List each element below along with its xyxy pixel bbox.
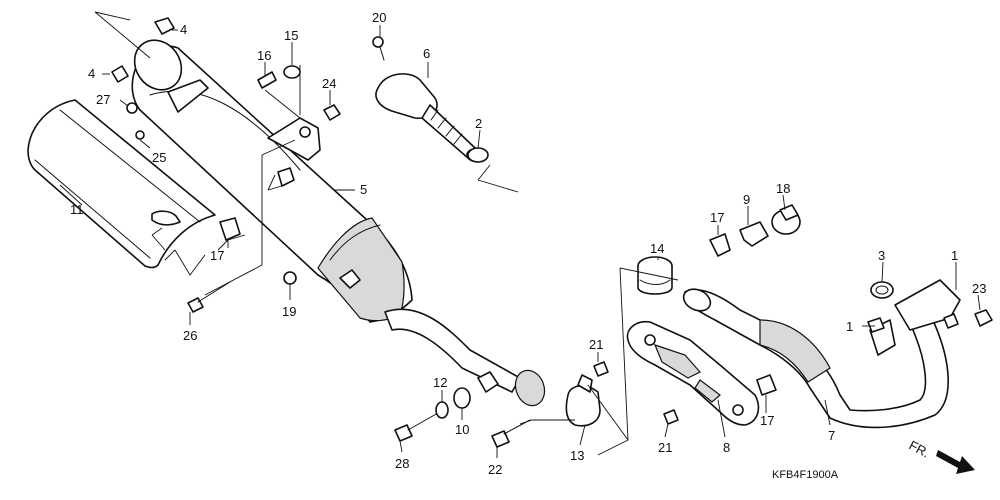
callout-7: 7	[828, 428, 835, 443]
exhaust-pipe-guard	[626, 320, 760, 426]
callout-10: 10	[455, 422, 469, 437]
callout-19: 19	[282, 304, 296, 319]
callout-8: 8	[723, 440, 730, 455]
callout-22: 22	[488, 462, 502, 477]
clip-17-b	[756, 374, 777, 396]
callout-3: 3	[878, 248, 885, 263]
stay-bracket	[739, 221, 769, 247]
callout-17-a: 17	[710, 210, 724, 225]
callout-16: 16	[257, 48, 271, 63]
callout-15: 15	[284, 28, 298, 43]
callout-9: 9	[743, 192, 750, 207]
joint-collar	[637, 256, 673, 295]
callout-5: 5	[360, 182, 367, 197]
callout-23: 23	[972, 281, 986, 296]
callout-17-c: 17	[210, 248, 224, 263]
callout-21-upper: 21	[589, 337, 603, 352]
clip-17-a	[709, 233, 731, 257]
front-arrow-icon	[936, 450, 975, 474]
callout-4-lower: 4	[88, 66, 95, 81]
exhaust-band	[771, 204, 801, 235]
callout-1-upper: 1	[951, 248, 958, 263]
callout-25: 25	[152, 150, 166, 165]
callout-26: 26	[183, 328, 197, 343]
seal-ring	[467, 147, 489, 163]
callout-24: 24	[322, 76, 336, 91]
leader-lines	[59, 25, 981, 458]
clip-17-c	[219, 217, 241, 241]
callout-28: 28	[395, 456, 409, 471]
callout-21-lower: 21	[658, 440, 672, 455]
spark-arrester	[375, 73, 484, 162]
callout-4-upper: 4	[180, 22, 187, 37]
assembly-lines	[94, 11, 679, 456]
callout-labels: 1 1 2 3 4 4 5 6 7 8 9 11 10 12 13 14 15 …	[70, 10, 986, 477]
muffler	[131, 39, 546, 407]
exhaust-gasket	[870, 281, 894, 299]
direction-label: FR.	[907, 437, 933, 460]
callout-11: 11	[70, 202, 84, 217]
heat-shield	[27, 99, 216, 269]
callout-2: 2	[475, 116, 482, 131]
callout-20: 20	[372, 10, 386, 25]
muffler-clamp	[565, 374, 601, 427]
diagram-code: KFB4F1900A	[772, 469, 839, 481]
callout-1-lower: 1	[846, 319, 853, 334]
callout-12: 12	[433, 375, 447, 390]
fasteners	[111, 17, 993, 448]
front-direction-indicator: FR.	[907, 437, 975, 474]
callout-18: 18	[776, 181, 790, 196]
callout-6: 6	[423, 46, 430, 61]
callout-27: 27	[96, 92, 110, 107]
callout-14: 14	[650, 241, 664, 256]
callout-17-b: 17	[760, 413, 774, 428]
callout-13: 13	[570, 448, 584, 463]
